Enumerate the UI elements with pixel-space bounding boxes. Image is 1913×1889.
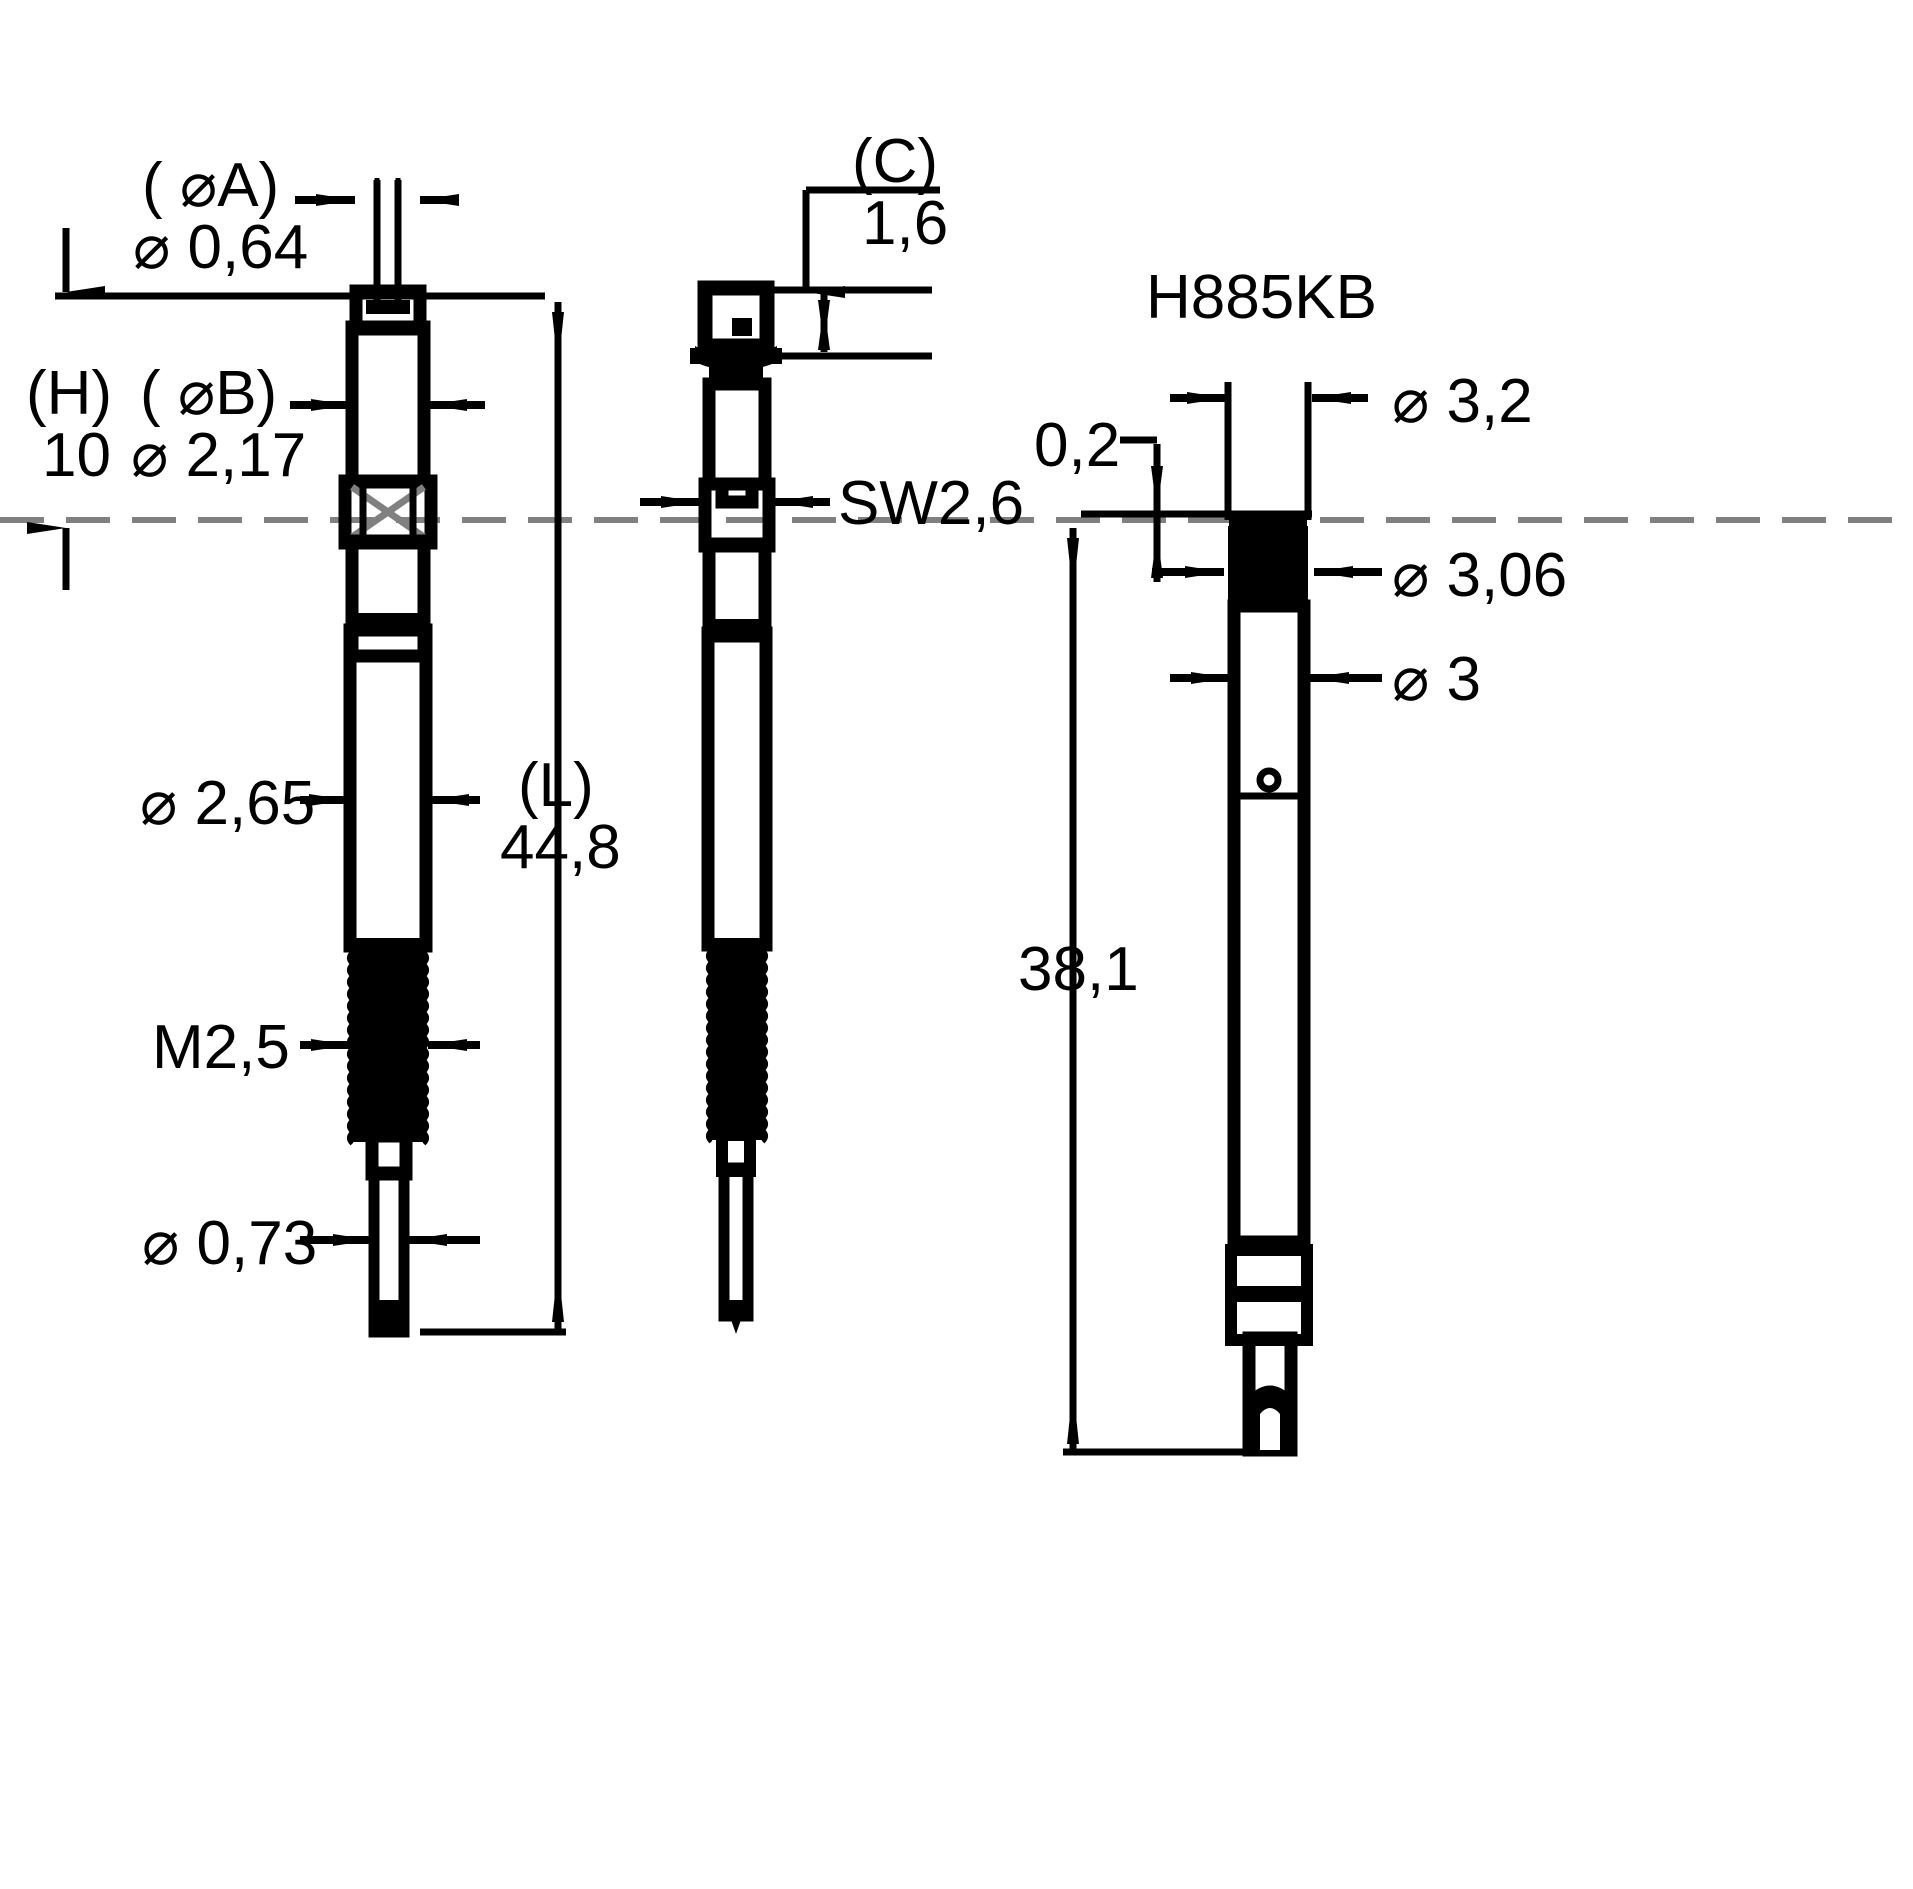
view-left-geometry	[338, 180, 438, 1338]
label-dia-b-paren: ( ⌀B)	[140, 359, 277, 428]
view-left-dimension-lines	[27, 178, 566, 1336]
label-c-paren: (C)	[852, 127, 938, 196]
view-right-geometry	[1225, 514, 1313, 1457]
label-h-value: 10	[42, 421, 111, 490]
label-length-paren: (L)	[518, 751, 594, 820]
label-c-value: 1,6	[862, 189, 948, 258]
view-middle-dimension-lines	[640, 186, 940, 508]
label-thread: M2,5	[152, 1013, 290, 1082]
view-middle-labels: (C) 1,6 SW2,6	[838, 127, 1024, 538]
thread-section-middle	[706, 948, 768, 1144]
label-knurl-dia: ⌀ 3,06	[1392, 541, 1567, 610]
thread-section	[347, 950, 429, 1146]
label-head-dia: ⌀ 3,2	[1392, 367, 1533, 436]
label-dia-b-value: ⌀ 2,17	[131, 421, 306, 490]
view-middle-geometry	[690, 280, 782, 1334]
view-left-labels: ( ⌀A) ⌀ 0,64 (H) 10 ( ⌀B) ⌀ 2,17 ⌀ 2,65 …	[26, 151, 621, 1278]
label-dia-a-paren: ( ⌀A)	[142, 151, 279, 220]
label-body-dia: ⌀ 3	[1392, 645, 1481, 714]
label-sleeve-len: 38,1	[1018, 935, 1139, 1004]
label-tip-dia: ⌀ 0,73	[142, 1209, 317, 1278]
label-h-paren: (H)	[26, 359, 112, 428]
label-step-height: 0,2	[1034, 411, 1120, 480]
label-wrench-flat: SW2,6	[838, 469, 1024, 538]
view-right-labels: H885KB 0,2 ⌀ 3,2 ⌀ 3,06 ⌀ 3 38,1	[1018, 263, 1567, 1004]
label-length-value: 44,8	[500, 813, 621, 882]
label-dia-a-value: ⌀ 0,64	[133, 213, 308, 282]
view-right-dimension-lines	[1063, 382, 1382, 1456]
label-part-number: H885KB	[1146, 263, 1377, 332]
label-barrel-dia: ⌀ 2,65	[140, 769, 315, 838]
